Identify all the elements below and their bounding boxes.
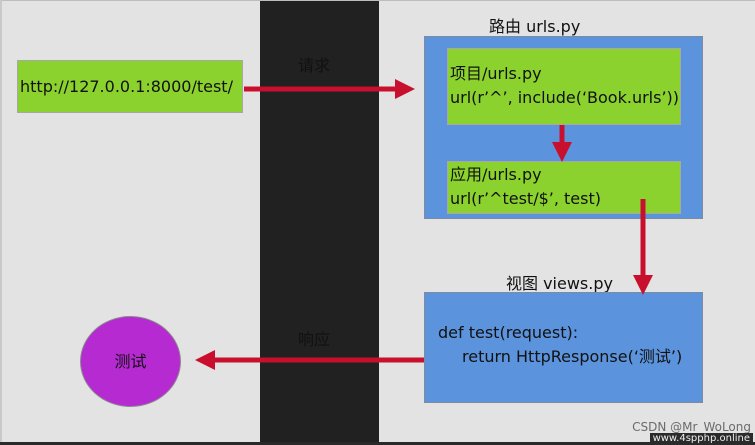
top-border [0, 0, 755, 1]
project-urls-box: 项目/urls.py url(r’^’, include(‘Book.urls’… [447, 48, 681, 125]
views-code-return: return HttpResponse(‘测试’) [462, 347, 683, 366]
app-urls-file: 应用/urls.py [450, 165, 542, 184]
app-urls-code: url(r’^test/$’, test) [450, 189, 601, 208]
views-box: def test(request): return HttpResponse(‘… [424, 292, 703, 403]
views-title: 视图 views.py [506, 274, 613, 293]
project-urls-file: 项目/urls.py [450, 64, 542, 83]
router-title: 路由 urls.py [489, 17, 581, 36]
app-urls-box: 应用/urls.py url(r’^test/$’, test) [447, 161, 681, 214]
server-band [260, 0, 379, 445]
request-url-text: http://127.0.0.1:8000/test/ [20, 76, 233, 96]
response-label: 响应 [298, 330, 331, 349]
watermark: CSDN @Mr_WoLong [632, 420, 751, 434]
result-circle: 测试 [80, 316, 181, 407]
watermark-site: www.4spphp.online [649, 433, 753, 445]
views-code-def: def test(request): [438, 323, 579, 342]
request-url-box: http://127.0.0.1:8000/test/ [17, 60, 243, 113]
bottom-border [0, 442, 755, 445]
left-border [0, 0, 2, 445]
project-urls-code: url(r’^’, include(‘Book.urls’)) [450, 88, 680, 107]
result-text: 测试 [114, 351, 147, 371]
request-label: 请求 [298, 56, 331, 75]
